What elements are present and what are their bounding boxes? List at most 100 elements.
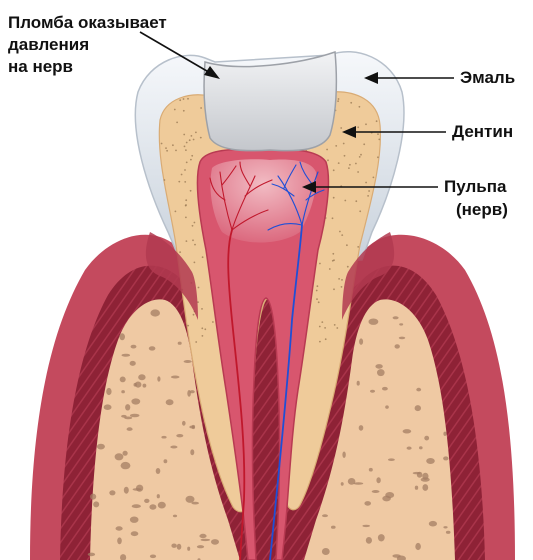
bone-pore xyxy=(359,338,364,345)
dentin-tubule xyxy=(165,147,167,150)
gum-neck-left xyxy=(145,232,198,320)
dentin-tubule xyxy=(350,101,353,104)
bone-pore xyxy=(419,446,423,450)
dentin-tubule xyxy=(185,149,187,152)
bone-pore xyxy=(420,477,430,482)
bone-pore xyxy=(130,531,139,537)
bone-pore xyxy=(382,495,391,502)
bone-pore xyxy=(157,376,161,382)
dentin-tubule xyxy=(348,167,350,170)
pulp-chamber-highlight xyxy=(210,159,317,243)
dentin-tubule xyxy=(192,313,195,316)
dentin-tubule xyxy=(199,136,202,139)
bone-pore xyxy=(183,360,192,363)
dentin-tubule xyxy=(365,123,367,126)
bone-pore xyxy=(388,458,395,462)
dentin-tubule xyxy=(327,159,329,162)
bone-pore xyxy=(358,425,364,431)
bone-pore xyxy=(414,485,419,490)
dentin-tubule xyxy=(187,324,190,327)
dentin-tubule xyxy=(338,278,340,280)
bone-pore xyxy=(120,554,127,560)
dentin-tubule xyxy=(185,141,188,144)
bone-pore xyxy=(155,468,161,474)
dentin-tubule xyxy=(359,210,362,213)
dentin-tubule xyxy=(194,243,196,246)
bone-pore xyxy=(115,526,123,531)
dentin-tubule xyxy=(184,169,186,171)
dentin-tubule xyxy=(339,230,341,233)
dentin-tubule xyxy=(192,239,194,242)
dentin-tubule xyxy=(187,97,189,100)
dentin-tubule xyxy=(182,98,185,100)
bone-pore xyxy=(131,398,141,405)
bone-pore xyxy=(122,450,128,456)
dentin-tubule xyxy=(174,210,177,213)
bone-pore xyxy=(368,318,379,325)
label-dentin: Дентин xyxy=(452,122,513,141)
dentin-tubule xyxy=(319,340,321,343)
dentin-tubule xyxy=(193,221,196,224)
bone-pore xyxy=(96,443,105,450)
bone-pore xyxy=(144,498,150,503)
dentin-tubule xyxy=(331,217,334,220)
dentin-tubule xyxy=(190,135,193,137)
bone-pore xyxy=(371,490,380,493)
dentin-tubule xyxy=(375,120,378,123)
dentin-tubule xyxy=(197,301,199,303)
arrowhead-filling xyxy=(204,66,220,79)
dentin-tubule xyxy=(344,199,347,202)
bone-pore xyxy=(171,543,177,548)
dentin-tubule xyxy=(331,259,334,262)
bone-pore xyxy=(123,486,129,494)
bone-pore xyxy=(392,316,399,320)
dentin-tubule xyxy=(195,341,198,343)
bone-right xyxy=(304,299,455,560)
bone-pore xyxy=(406,446,412,450)
bone-pore xyxy=(129,516,139,523)
bone-pore xyxy=(149,554,157,559)
label-filling-line2: давления xyxy=(8,35,89,54)
bone-pore xyxy=(443,526,448,529)
bone-pore xyxy=(382,386,388,391)
dentin-tubule xyxy=(340,286,343,288)
arrow-filling xyxy=(139,31,213,75)
dentin-tubule xyxy=(377,133,379,136)
dentin-tubule xyxy=(341,234,344,237)
dentin-tubule xyxy=(201,327,204,330)
arrowhead-enamel xyxy=(364,72,378,84)
dentin-tubule xyxy=(197,286,200,289)
dentin-tubule xyxy=(204,328,207,331)
bone-pore xyxy=(170,445,178,449)
dentin-tubule xyxy=(357,126,360,129)
bone-pore xyxy=(415,542,421,551)
bone-pore xyxy=(187,546,191,551)
dentin-tubule xyxy=(316,298,318,300)
bone-pore xyxy=(398,336,406,340)
pointer-arrows xyxy=(139,31,454,188)
dentin-tubule xyxy=(337,100,339,102)
bone-pore xyxy=(119,376,126,383)
dentin-tubule xyxy=(365,181,367,184)
bone-pore xyxy=(142,383,147,388)
bone-pore xyxy=(365,537,372,544)
bone-pore xyxy=(109,490,116,496)
bone-pore xyxy=(356,380,360,386)
dentin-tubule xyxy=(355,200,358,203)
dentin-tubule xyxy=(180,173,183,176)
filling xyxy=(203,50,338,152)
bone-pore xyxy=(150,309,160,317)
dentin-tubule xyxy=(337,98,340,100)
dentin-tubule xyxy=(321,321,324,323)
bone-pore xyxy=(347,478,356,485)
dentin-tubule xyxy=(200,107,203,109)
arrowhead-pulp xyxy=(302,181,316,193)
bone-pore xyxy=(362,524,371,528)
bone-pore xyxy=(138,374,146,381)
bone-pore xyxy=(377,534,385,542)
bone-pore xyxy=(428,520,437,527)
dentin-tubule xyxy=(212,321,214,323)
bone-pore xyxy=(416,387,422,392)
dentin-tubule xyxy=(332,196,335,199)
bone-pore xyxy=(176,543,182,550)
